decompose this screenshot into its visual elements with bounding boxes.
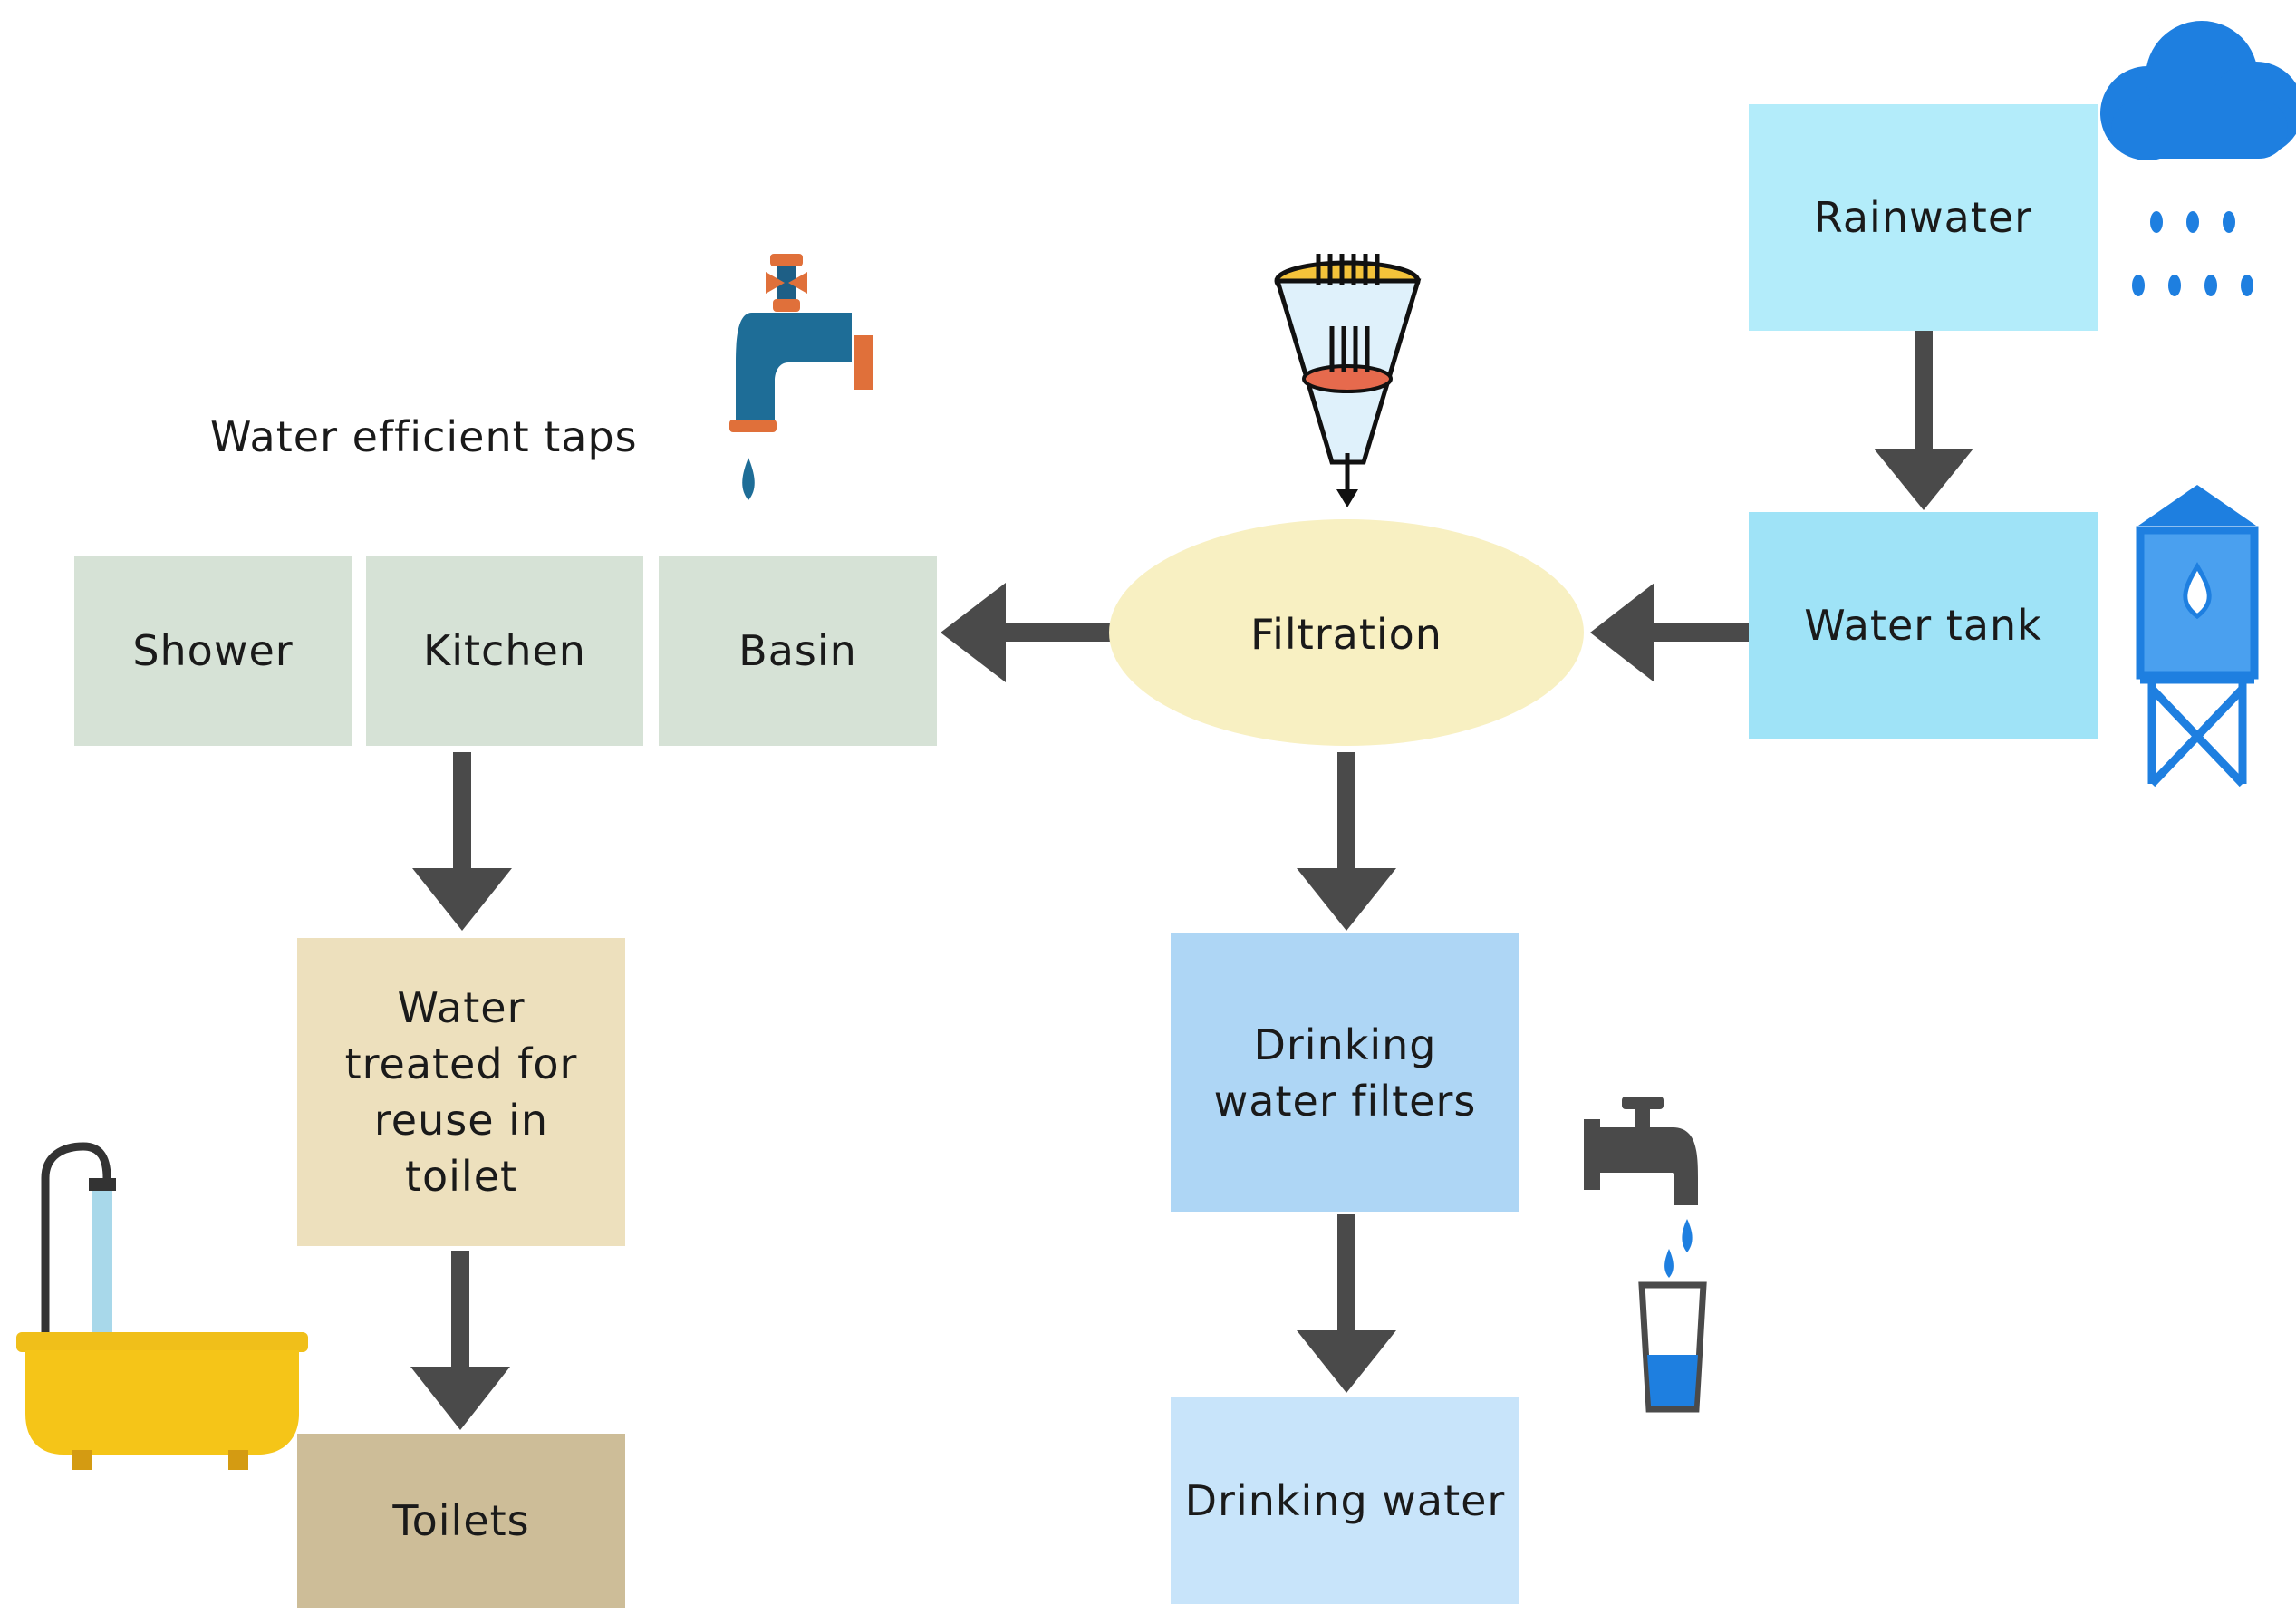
arrow-treated-to-toilets — [410, 1251, 510, 1430]
node-filtration: Filtration — [1250, 610, 1442, 659]
arrow-rainwater-to-tank — [1874, 331, 1973, 510]
filtration-ellipse — [1109, 519, 1584, 746]
cloud-rain-icon — [2100, 21, 2296, 296]
node-kitchen: Kitchen — [366, 556, 643, 746]
node-drinking-water-filters: Drinking water filters — [1171, 933, 1519, 1212]
arrow-kitchen-to-treated — [412, 752, 512, 931]
arrow-filters-to-drinking — [1297, 1214, 1396, 1393]
faucet-icon — [729, 254, 873, 500]
node-water-treated: Water treated for reuse in toilet — [297, 938, 625, 1246]
bathtub-icon — [16, 1142, 308, 1470]
faucet-glass-icon — [1584, 1097, 1707, 1413]
node-rainwater: Rainwater — [1749, 104, 2098, 331]
node-toilets: Toilets — [297, 1434, 625, 1608]
node-basin: Basin — [659, 556, 937, 746]
label-water-efficient-taps: Water efficient taps — [210, 412, 638, 461]
node-drinking-water: Drinking water — [1171, 1397, 1519, 1604]
water-tower-icon — [2136, 485, 2259, 788]
filter-funnel-icon — [1274, 254, 1422, 508]
node-shower: Shower — [74, 556, 352, 746]
node-water-tank: Water tank — [1749, 512, 2098, 739]
arrow-tank-to-filtration — [1590, 583, 1751, 682]
arrow-filtration-to-filters — [1297, 752, 1396, 931]
arrow-filtration-to-basin — [941, 583, 1110, 682]
